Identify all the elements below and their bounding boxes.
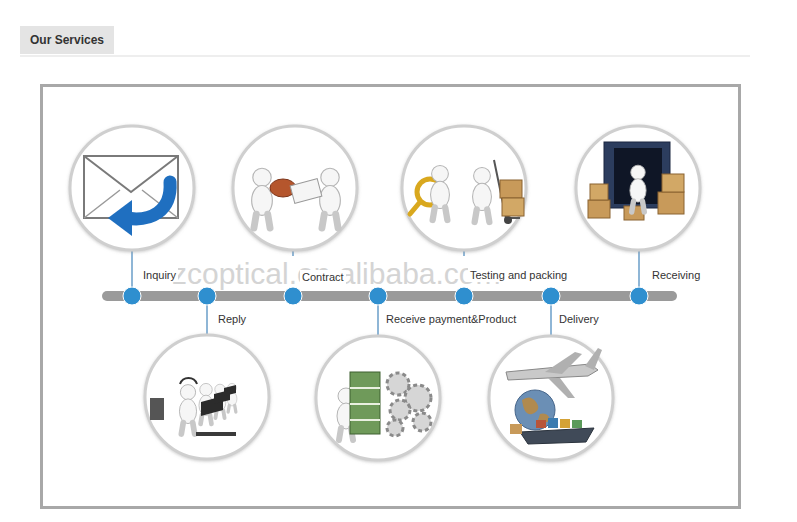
delivery-icon-part xyxy=(536,420,546,428)
frame xyxy=(42,86,740,508)
step-label: Inquiry xyxy=(141,268,178,282)
testing-icon-part xyxy=(410,202,420,214)
picture-circle-part xyxy=(233,126,357,250)
testing-icon-part xyxy=(502,198,524,216)
payment-icon-part xyxy=(387,373,409,395)
receiving-icon xyxy=(588,142,684,220)
picture-circle-part xyxy=(489,336,613,460)
delivery-icon-part xyxy=(522,397,550,423)
delivery-icon xyxy=(506,348,602,444)
payment-icon-part xyxy=(350,419,380,421)
envelope-icon-part xyxy=(126,182,170,219)
payment-icon-part xyxy=(350,387,380,389)
delivery-icon-part xyxy=(548,378,575,398)
delivery-icon-part xyxy=(585,348,602,370)
contract-icon-part xyxy=(320,168,341,228)
delivery-icon-part xyxy=(572,420,582,428)
step-label: Reply xyxy=(216,312,248,326)
timeline-dot-part xyxy=(630,287,648,305)
contract-icon-part xyxy=(290,179,322,204)
leader-line-part xyxy=(131,250,133,290)
picture-circle-part xyxy=(576,126,700,250)
timeline-bar xyxy=(107,291,672,301)
delivery-icon-part xyxy=(548,418,558,428)
testing-icon-part xyxy=(473,167,492,222)
receiving-icon-part xyxy=(588,200,610,218)
payment-icon-part xyxy=(350,403,380,405)
testing-icon-part xyxy=(500,180,522,198)
step-label: Contract xyxy=(300,270,346,284)
picture-circle-part xyxy=(145,335,269,459)
payment-icon-part xyxy=(350,372,380,434)
contract-icon xyxy=(252,168,341,228)
picture-circle-part xyxy=(70,126,194,250)
picture-circle-part xyxy=(316,336,440,460)
step-label: Delivery xyxy=(557,312,601,326)
leader-line-part xyxy=(377,302,379,336)
contract-icon-part xyxy=(252,168,273,228)
leader-line xyxy=(132,250,639,336)
title-tab: Our Services xyxy=(20,26,114,54)
leader-line-part xyxy=(638,250,640,290)
receiving-icon-part xyxy=(658,192,684,214)
delivery-icon-part xyxy=(560,419,570,428)
payment-icon-part xyxy=(387,420,403,436)
call-center-icon-part xyxy=(180,378,197,384)
payment-icon-part xyxy=(390,400,410,420)
call-center-icon xyxy=(150,378,237,436)
delivery-icon-part xyxy=(510,424,522,434)
receiving-icon-part xyxy=(630,165,646,212)
receiving-icon-part xyxy=(662,174,684,192)
payment-icon xyxy=(337,372,431,440)
call-center-icon-part xyxy=(179,385,196,434)
timeline-dot-part xyxy=(542,287,560,305)
testing-icon-part xyxy=(431,165,450,220)
step-label: Receiving xyxy=(650,268,702,282)
delivery-icon-part xyxy=(520,428,594,444)
timeline-dot-part xyxy=(123,287,141,305)
call-center-icon-part xyxy=(224,385,236,396)
call-center-icon-part xyxy=(150,398,164,420)
step-label: Receive payment&Product xyxy=(384,312,518,326)
delivery-icon-part xyxy=(545,352,582,374)
payment-icon-part xyxy=(413,413,431,431)
testing-icon-part xyxy=(504,216,512,224)
testing-icon xyxy=(410,160,524,224)
envelope-icon xyxy=(84,156,178,236)
picture-circle xyxy=(70,126,700,460)
receiving-icon-part xyxy=(590,184,608,200)
step-label: Testing and packing xyxy=(468,268,569,282)
picture-circle-part xyxy=(402,126,526,250)
leader-line-part xyxy=(206,302,208,334)
title: Our Services xyxy=(30,33,104,47)
call-center-icon-part xyxy=(196,432,236,436)
header-rule xyxy=(20,56,750,57)
leader-line-part xyxy=(550,302,552,336)
envelope-icon-part xyxy=(108,200,132,236)
